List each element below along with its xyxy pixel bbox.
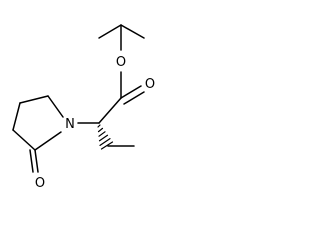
bond-lactam-double-a [34,149,39,173]
bond-carbonyl-double-b [123,91,145,105]
bond-carbonyl-double-a [120,85,142,99]
bond-ring-n-to-ch2 [47,95,64,118]
atom-label-ester-oxygen: O [116,55,126,70]
atom-label-lactam-oxygen: O [35,176,45,191]
bond-ring-ch2-to-carbonyl [12,129,36,151]
bond-lactam-double-b [29,149,34,173]
skeletal-structure-diagram: O O N O [12,24,155,191]
atom-label-nitrogen: N [65,117,75,132]
bond-ring-ch2-a [19,95,49,104]
stereo-hashed-wedge [97,124,114,150]
bond-ring-carbonyl-to-n [34,131,62,151]
bond-ring-ch2-b [12,102,21,131]
bond-isopropyl-right-methyl [120,24,145,39]
bond-carbonyl-c-to-alpha-c [98,97,122,124]
atom-label-carbonyl-oxygen: O [145,77,155,92]
bond-isopropyl-left-methyl [98,24,122,39]
